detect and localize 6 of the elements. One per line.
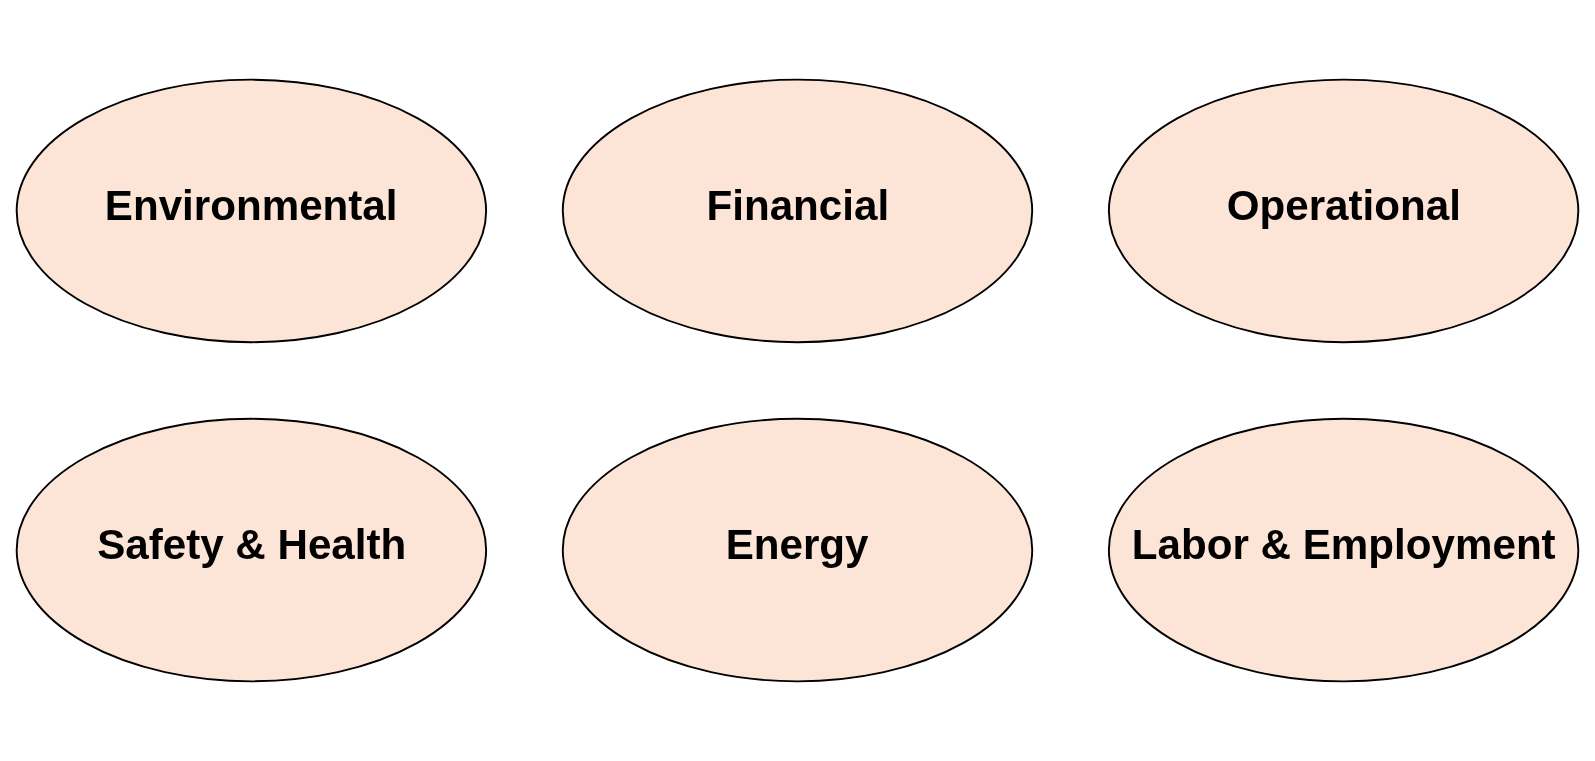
node-ellipse: Financial	[561, 78, 1034, 344]
node-ellipse: Energy	[561, 417, 1034, 683]
node-ellipse: Safety & Health	[15, 417, 488, 683]
node-ellipse: Labor & Employment	[1107, 417, 1580, 683]
node-ellipse: Operational	[1107, 78, 1580, 344]
node-ellipse: Environmental	[15, 78, 488, 344]
